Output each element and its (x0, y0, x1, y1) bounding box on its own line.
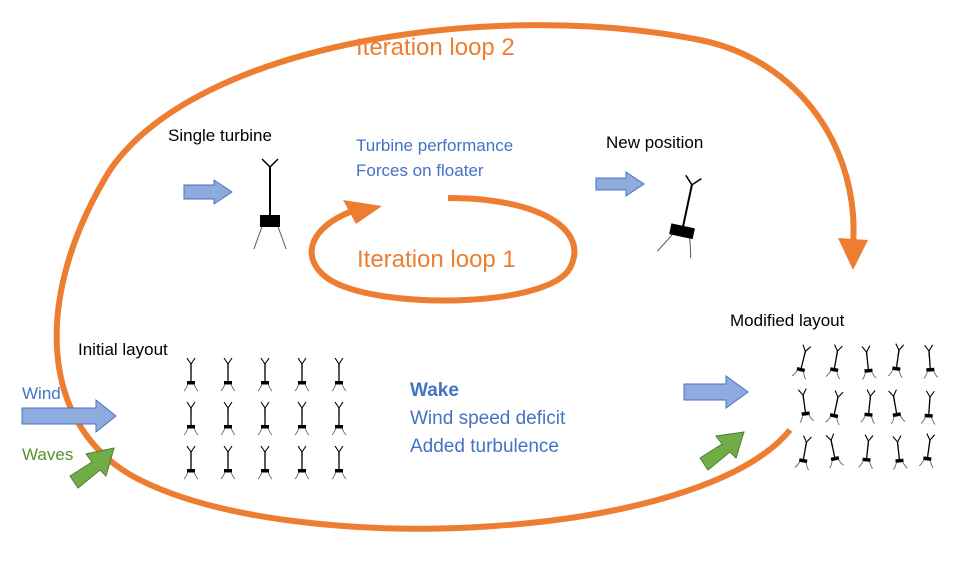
iteration-loop-2-arrowhead (838, 238, 868, 270)
waves-label: Waves (22, 445, 74, 464)
result-forces-on-floater: Forces on floater (356, 161, 484, 180)
new-position-title: New position (606, 133, 704, 152)
floating-wind-turbine-icon (918, 432, 939, 469)
floating-wind-turbine-icon (822, 432, 845, 469)
iteration-loop-1-arrowhead (343, 200, 382, 224)
floating-wind-turbine-icon (884, 388, 906, 425)
iteration-loop-2-arc (53, 22, 857, 532)
floating-wind-turbine-icon (257, 357, 273, 392)
wake-title: Wake (410, 380, 459, 401)
diagonal-arrow-icon (69, 447, 115, 489)
floating-wind-turbine-icon (824, 389, 847, 426)
floating-wind-turbine-icon (183, 401, 199, 436)
floating-wind-turbine-icon (920, 343, 939, 380)
initial-layout-turbines (183, 357, 347, 480)
floating-wind-turbine-icon (794, 387, 815, 424)
floating-wind-turbine-icon (257, 445, 273, 480)
diagonal-arrow-icon (699, 431, 745, 471)
floating-wind-turbine-icon (183, 357, 199, 392)
floating-wind-turbine-icon (220, 357, 236, 392)
floating-wind-turbine-icon (220, 445, 236, 480)
floating-wind-turbine-icon (253, 158, 287, 250)
wake-item-added-turbulence: Added turbulence (410, 436, 559, 457)
right-arrow-icon (21, 398, 117, 434)
floating-wind-turbine-icon (220, 401, 236, 436)
floating-wind-turbine-icon (825, 343, 847, 380)
right-arrow-icon (183, 179, 233, 205)
floating-wind-turbine-icon (657, 174, 702, 259)
floating-wind-turbine-icon (794, 434, 816, 471)
floating-wind-turbine-icon (791, 343, 815, 380)
floating-wind-turbine-icon (331, 401, 347, 436)
initial-layout-title: Initial layout (78, 340, 168, 359)
floating-wind-turbine-icon (257, 401, 273, 436)
wake-item-speed-deficit: Wind speed deficit (410, 408, 566, 429)
floating-wind-turbine-icon (331, 445, 347, 480)
single-turbine-title: Single turbine (168, 126, 272, 145)
floating-wind-turbine-icon (887, 342, 908, 379)
floating-wind-turbine-icon (889, 434, 908, 471)
right-arrow-icon (683, 375, 749, 409)
modified-layout-title: Modified layout (730, 311, 845, 330)
floating-wind-turbine-icon (294, 445, 310, 480)
iteration-loop-2-label: Iteration loop 2 (356, 34, 515, 61)
wind-label: Wind (22, 384, 61, 403)
floating-wind-turbine-icon (858, 433, 877, 470)
result-turbine-performance: Turbine performance (356, 136, 514, 155)
floating-wind-turbine-icon (294, 401, 310, 436)
iteration-loop-1-label: Iteration loop 1 (357, 246, 516, 273)
floating-wind-turbine-icon (860, 388, 879, 425)
right-arrow-icon (595, 171, 645, 197)
floating-wind-turbine-icon (294, 357, 310, 392)
floating-wind-turbine-icon (183, 445, 199, 480)
modified-layout-turbines (791, 342, 939, 471)
floating-wind-turbine-icon (858, 344, 877, 381)
floating-wind-turbine-icon (920, 389, 939, 426)
floating-wind-turbine-icon (331, 357, 347, 392)
iteration-loop-1-arc (308, 195, 578, 304)
